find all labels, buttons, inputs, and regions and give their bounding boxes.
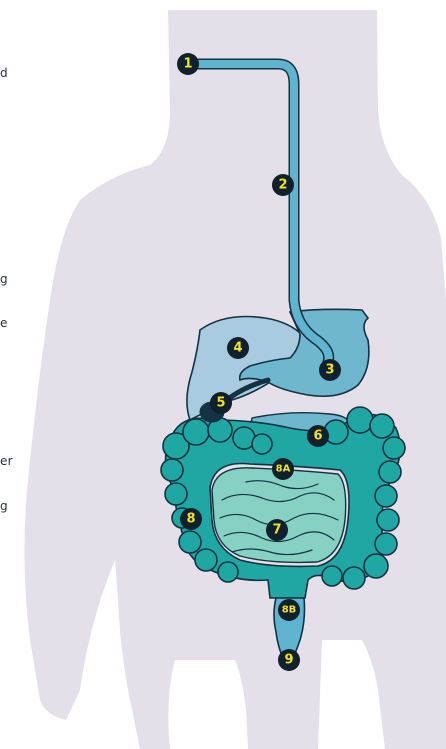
svg-text:8B: 8B xyxy=(282,605,297,616)
colon-haustrum xyxy=(218,562,238,582)
svg-text:2: 2 xyxy=(278,178,287,193)
colon-haustrum xyxy=(375,533,397,555)
svg-text:4: 4 xyxy=(233,341,242,356)
svg-text:8A: 8A xyxy=(276,464,291,475)
marker-2: 2 xyxy=(272,174,294,196)
colon-haustrum xyxy=(370,414,394,438)
marker-3: 3 xyxy=(319,359,341,381)
colon-haustrum xyxy=(343,567,365,589)
colon-haustrum xyxy=(252,434,272,454)
marker-7: 7 xyxy=(266,519,288,541)
colon-haustrum xyxy=(375,485,397,507)
colon-haustrum xyxy=(383,437,405,459)
colon-haustrum xyxy=(347,407,373,433)
marker-1: 1 xyxy=(177,53,199,75)
svg-text:9: 9 xyxy=(284,653,293,668)
marker-9: 9 xyxy=(278,649,300,671)
svg-text:3: 3 xyxy=(325,363,334,378)
colon-haustrum xyxy=(183,419,209,445)
marker-5: 5 xyxy=(210,392,232,414)
colon-haustrum xyxy=(165,483,187,505)
marker-8b: 8B xyxy=(278,599,300,621)
colon-haustrum xyxy=(377,509,399,531)
colon-haustrum xyxy=(195,549,217,571)
colon-haustrum xyxy=(379,461,401,483)
svg-text:7: 7 xyxy=(272,523,281,538)
colon-haustrum xyxy=(179,531,201,553)
svg-text:8: 8 xyxy=(186,512,195,527)
svg-text:6: 6 xyxy=(313,429,322,444)
colon-haustrum xyxy=(322,566,342,586)
colon-haustrum xyxy=(161,459,183,481)
marker-8a: 8A xyxy=(272,458,294,480)
svg-text:1: 1 xyxy=(183,57,192,72)
svg-text:5: 5 xyxy=(216,396,225,411)
marker-8: 8 xyxy=(180,508,202,530)
marker-4: 4 xyxy=(227,337,249,359)
marker-6: 6 xyxy=(307,425,329,447)
colon-haustrum xyxy=(364,554,388,578)
